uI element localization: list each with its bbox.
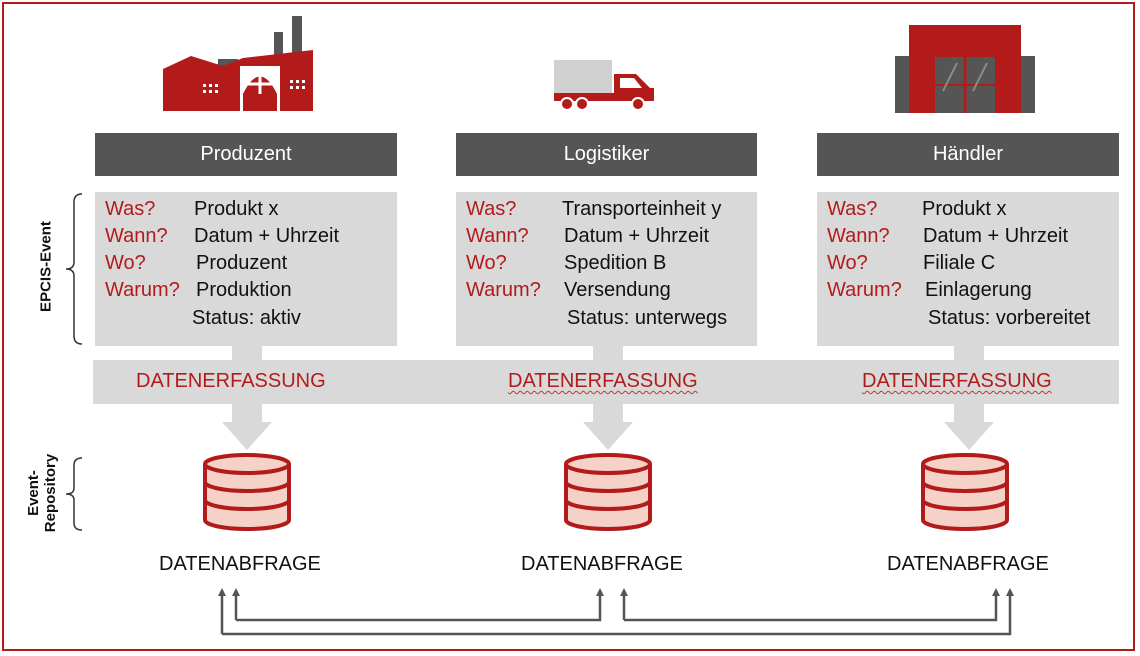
question-why: Warum? [466,279,541,301]
database-icon [203,453,291,531]
data-capture-band [93,360,1119,404]
answer-why: Versendung [564,279,671,301]
question-when: Wann? [466,225,529,247]
question-when: Wann? [105,225,168,247]
question-why: Warum? [827,279,902,301]
answer-when: Datum + Uhrzeit [564,225,710,247]
actor-header-producer: Produzent [95,133,397,176]
event-card-retailer: Was? Produkt x Wann? Datum + Uhrzeit Wo?… [817,192,1119,346]
answer-when: Datum + Uhrzeit [194,225,340,247]
database-icon [921,453,1009,531]
data-capture-label-logistics: DATENERFASSUNG [508,370,698,392]
answer-what: Transporteinheit y [562,198,722,220]
question-where: Wo? [105,252,146,274]
down-arrow [583,404,633,450]
question-why: Warum? [105,279,180,301]
warehouse-icon [895,25,1035,113]
actor-header-logistics: Logistiker [456,133,757,176]
answer-when: Datum + Uhrzeit [923,225,1069,247]
question-when: Wann? [827,225,890,247]
answer-what: Produkt x [194,198,279,220]
event-card-logistics: Was? Transporteinheit y Wann? Datum + Uh… [456,192,757,346]
connector [232,346,262,360]
data-capture-label-retailer: DATENERFASSUNG [862,370,1052,392]
question-where: Wo? [466,252,507,274]
repository-brace [65,457,83,531]
answer-what: Produkt x [922,198,1007,220]
answer-where: Filiale C [923,252,996,274]
question-what: Was? [466,198,517,220]
status-text: Status: vorbereitet [928,307,1091,329]
event-brace [65,193,83,345]
database-icon [564,453,652,531]
answer-where: Spedition B [564,252,667,274]
data-query-label-retailer: DATENABFRAGE [887,553,1049,575]
data-query-label-producer: DATENABFRAGE [159,553,321,575]
down-arrow [222,404,272,450]
answer-why: Einlagerung [925,279,1032,301]
data-query-label-logistics: DATENABFRAGE [521,553,683,575]
truck-icon [554,60,654,111]
question-where: Wo? [827,252,868,274]
answer-why: Produktion [196,279,292,301]
status-text: Status: unterwegs [567,307,728,329]
connector [593,346,623,360]
question-what: Was? [827,198,878,220]
answer-where: Produzent [196,252,288,274]
question-what: Was? [105,198,156,220]
status-text: Status: aktiv [192,307,301,329]
event-card-producer: Was? Produkt x Wann? Datum + Uhrzeit Wo?… [95,192,397,346]
connector [954,346,984,360]
down-arrow [944,404,994,450]
data-capture-label-producer: DATENERFASSUNG [136,370,326,392]
actor-header-retailer: Händler [817,133,1119,176]
factory-icon [163,16,313,111]
